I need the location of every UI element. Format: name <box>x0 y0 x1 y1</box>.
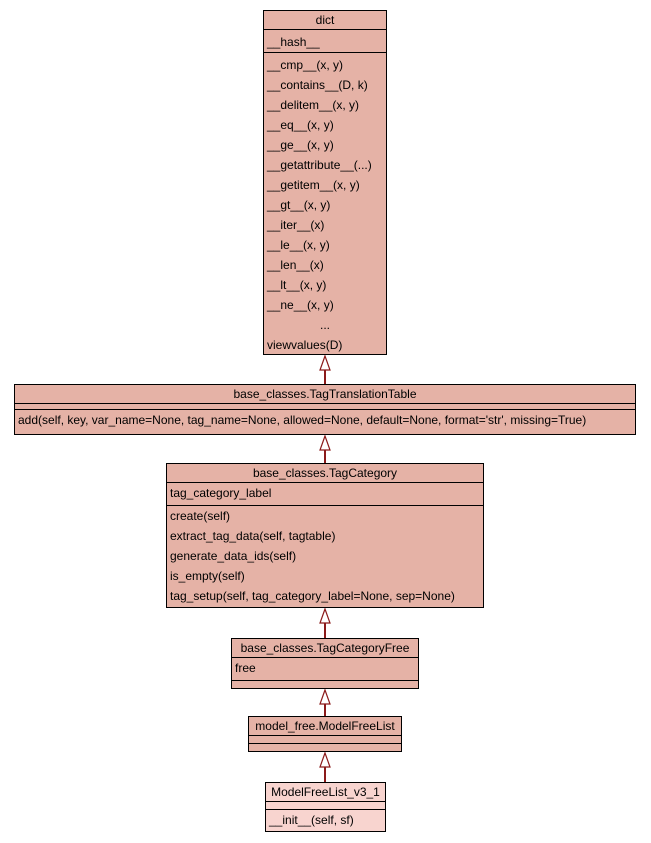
operation: create(self) <box>170 509 231 523</box>
operation: tag_setup(self, tag_category_label=None,… <box>170 589 455 603</box>
class-name: ModelFreeList_v3_1 <box>271 785 380 799</box>
operation: __cmp__(x, y) <box>267 58 344 72</box>
operation: __delitem__(x, y) <box>267 98 360 112</box>
attributes-section: __hash__ <box>264 29 386 52</box>
generalization-arrowhead <box>319 607 331 624</box>
operation: extract_tag_data(self, tagtable) <box>170 529 336 543</box>
class-tag-translation-table: base_classes.TagTranslationTable add(sel… <box>14 384 636 435</box>
attributes-section: free <box>232 657 418 680</box>
operation: generate_data_ids(self) <box>170 549 297 563</box>
generalization-arrowhead <box>319 434 331 451</box>
operation: __getattribute__(...) <box>267 158 372 172</box>
attribute: __hash__ <box>267 35 320 49</box>
attributes-section <box>266 801 385 809</box>
operations-section: __init__(self, sf) <box>266 809 385 830</box>
attributes-section <box>249 735 401 743</box>
operation: __gt__(x, y) <box>267 198 331 212</box>
operations-section: __cmp__(x, y) __contains__(D, k) __delit… <box>264 52 386 355</box>
operation: __init__(self, sf) <box>269 813 354 827</box>
operations-section <box>232 680 418 688</box>
class-name: model_free.ModelFreeList <box>255 719 395 733</box>
operation: __len__(x) <box>267 258 324 272</box>
attribute: free <box>235 661 256 675</box>
operation: __le__(x, y) <box>267 238 330 252</box>
class-dict: dict __hash__ __cmp__(x, y) __contains__… <box>263 10 387 355</box>
operation: viewvalues(D) <box>267 338 343 352</box>
class-name: dict <box>315 13 335 27</box>
operation: __iter__(x) <box>267 218 325 232</box>
class-tag-category: base_classes.TagCategory tag_category_la… <box>166 463 484 608</box>
operations-section: add(self, key, var_name=None, tag_name=N… <box>15 409 635 430</box>
operations-section <box>249 743 401 751</box>
operation: is_empty(self) <box>170 569 245 583</box>
operations-section: create(self) extract_tag_data(self, tagt… <box>167 505 483 606</box>
operation: add(self, key, var_name=None, tag_name=N… <box>18 413 587 427</box>
attribute: tag_category_label <box>170 486 272 500</box>
class-name: base_classes.TagTranslationTable <box>233 387 417 401</box>
class-name: base_classes.TagCategory <box>252 466 398 480</box>
operation: __getitem__(x, y) <box>267 178 360 192</box>
generalization-arrowhead <box>319 751 331 768</box>
generalization-arrowhead <box>319 688 331 705</box>
class-model-free-list-v3-1: ModelFreeList_v3_1 __init__(self, sf) <box>265 782 386 832</box>
generalization-arrowhead <box>319 354 331 371</box>
attributes-section <box>15 403 635 409</box>
operation: __ne__(x, y) <box>267 298 334 312</box>
ellipsis: ... <box>319 318 330 332</box>
attributes-section: tag_category_label <box>167 482 483 505</box>
class-name: base_classes.TagCategoryFree <box>240 641 410 655</box>
class-tag-category-free: base_classes.TagCategoryFree free <box>231 638 419 689</box>
class-model-free-list: model_free.ModelFreeList <box>248 716 402 752</box>
operation: __lt__(x, y) <box>267 278 327 292</box>
operation: __contains__(D, k) <box>267 78 368 92</box>
operation: __eq__(x, y) <box>267 118 334 132</box>
operation: __ge__(x, y) <box>267 138 334 152</box>
